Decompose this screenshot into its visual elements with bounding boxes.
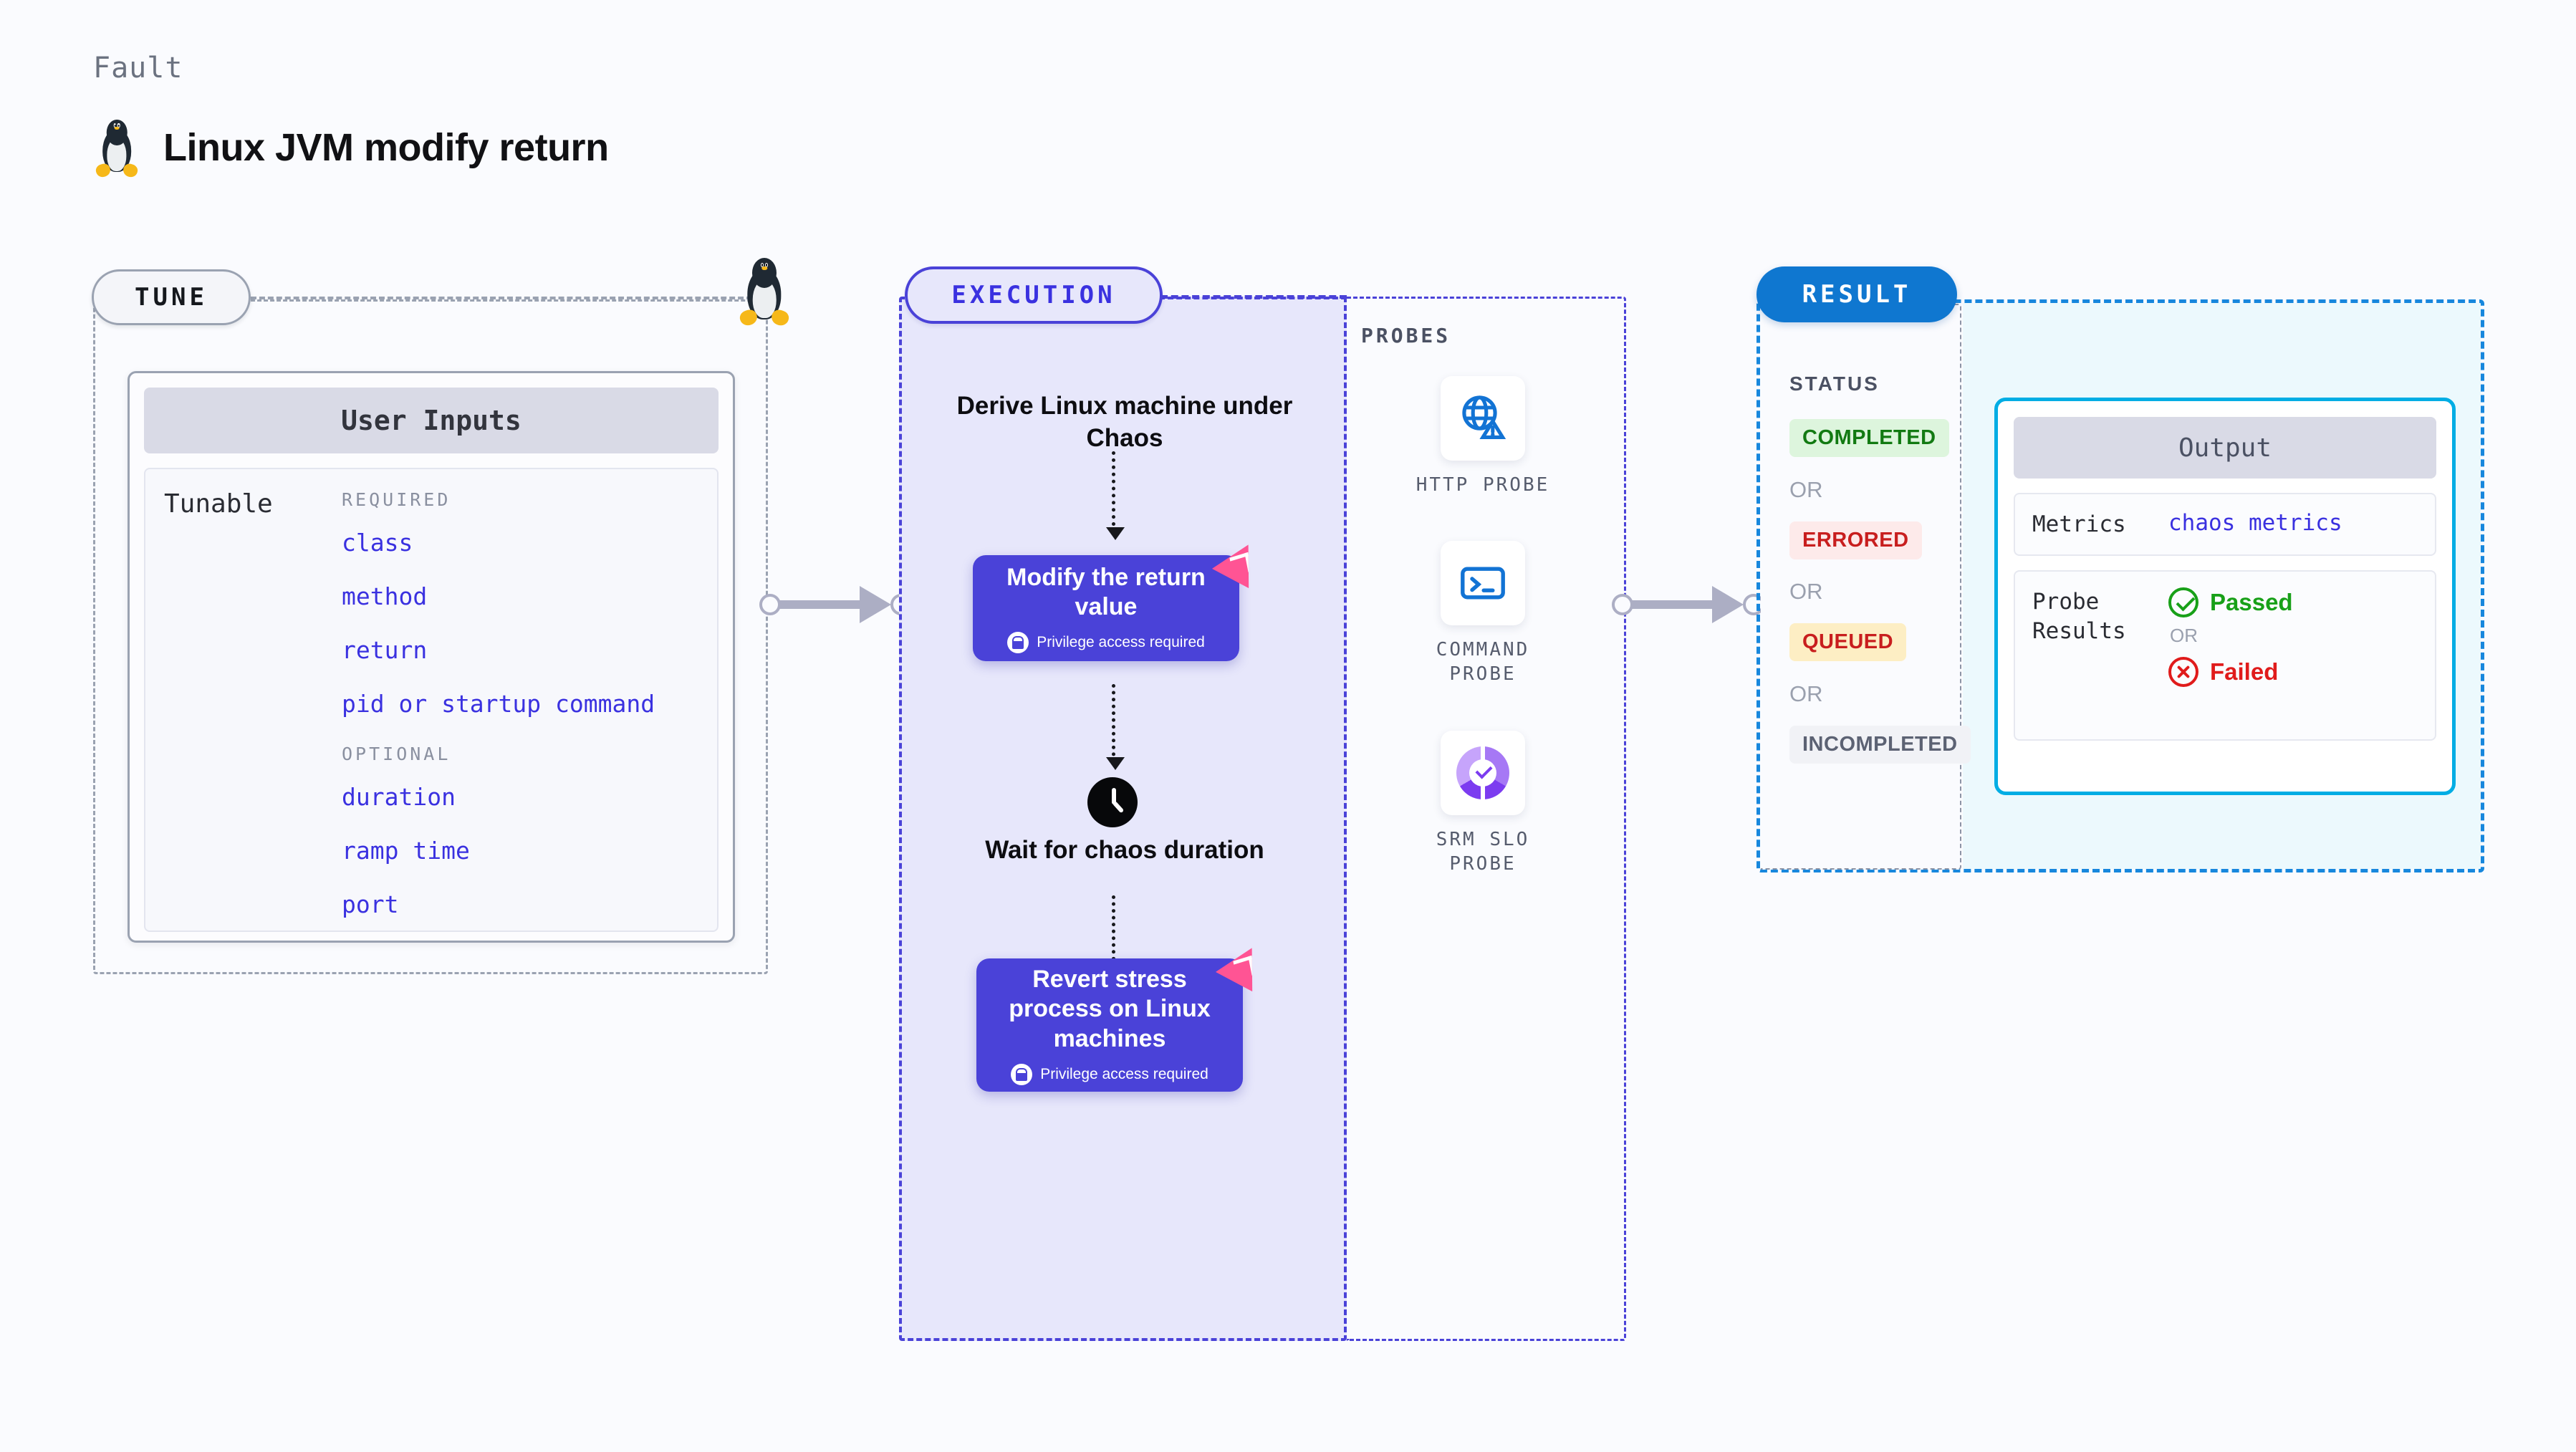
- status-badge-errored: ERRORED: [1789, 521, 1922, 559]
- probe-result-passed: Passed: [2168, 587, 2293, 618]
- result-badge[interactable]: RESULT: [1756, 266, 1957, 322]
- output-metrics-key: Metrics: [2032, 511, 2126, 537]
- tunable-item[interactable]: ramp time: [342, 837, 470, 865]
- tunable-section: Tunable REQUIRED class method return pid…: [144, 468, 719, 932]
- tunable-item[interactable]: port: [342, 890, 399, 918]
- output-metrics-value[interactable]: chaos metrics: [2168, 510, 2342, 536]
- terminal-icon: [1441, 541, 1525, 625]
- or-label: OR: [1789, 579, 1823, 604]
- probe-command[interactable]: COMMAND PROBE: [1408, 541, 1558, 687]
- probe-http-label: HTTP PROBE: [1416, 474, 1550, 496]
- x-circle-icon: [2168, 657, 2198, 688]
- output-title: Output: [2014, 417, 2436, 479]
- tunable-label: Tunable: [164, 489, 273, 519]
- privilege-text: Privilege access required: [1040, 1066, 1208, 1083]
- tunable-item[interactable]: pid or startup command: [342, 690, 655, 718]
- fault-kicker: Fault: [93, 52, 183, 85]
- probes-panel: [1347, 297, 1626, 1341]
- tune-dashed-connector: [251, 297, 752, 299]
- tunable-item[interactable]: method: [342, 582, 428, 610]
- status-badge-incompleted: INCOMPLETED: [1789, 726, 1971, 764]
- or-label: OR: [1789, 681, 1823, 706]
- result-status-panel: [1761, 304, 1961, 870]
- status-badge-queued: QUEUED: [1789, 623, 1907, 661]
- user-inputs-card: User Inputs Tunable REQUIRED class metho…: [128, 371, 735, 943]
- or-label: OR: [1789, 477, 1823, 502]
- probe-command-label: COMMAND PROBE: [1436, 639, 1530, 685]
- probes-title: PROBES: [1361, 324, 1451, 347]
- optional-group-title: OPTIONAL: [342, 744, 451, 764]
- tune-panel: [93, 299, 768, 974]
- page-title: Linux JVM modify return: [163, 126, 609, 169]
- tunable-list: REQUIRED class method return pid or star…: [342, 489, 698, 918]
- linux-penguin-icon: [95, 118, 139, 179]
- execution-card-revert-title: Revert stress process on Linux machines: [1009, 965, 1211, 1052]
- clock-icon: [1087, 777, 1138, 827]
- lock-icon: [1007, 632, 1029, 654]
- linux-penguin-marker-icon: [738, 256, 791, 328]
- result-panel: [1756, 299, 2484, 872]
- tunable-item[interactable]: class: [342, 529, 413, 557]
- execution-card-revert[interactable]: Revert stress process on Linux machines …: [976, 958, 1243, 1092]
- probe-srm-slo-label: SRM SLO PROBE: [1436, 829, 1530, 875]
- privilege-row: Privilege access required: [1007, 632, 1205, 654]
- output-probe-key: Probe Results: [2032, 589, 2126, 644]
- tune-badge[interactable]: TUNE: [92, 269, 251, 325]
- flow-arrow-1: [1106, 451, 1125, 540]
- privilege-row: Privilege access required: [1011, 1064, 1208, 1086]
- probe-result-failed: Failed: [2168, 657, 2293, 688]
- execution-step-wait: Wait for chaos duration: [985, 836, 1264, 864]
- probe-http[interactable]: HTTP PROBE: [1408, 376, 1558, 498]
- or-label: OR: [2170, 625, 2198, 647]
- globe-warning-icon: [1441, 376, 1525, 461]
- tunable-item[interactable]: duration: [342, 783, 456, 811]
- check-circle-icon: [2168, 587, 2198, 618]
- status-badge-completed: COMPLETED: [1789, 419, 1949, 457]
- probe-passed-label: Passed: [2210, 589, 2293, 616]
- execution-card-modify-title: Modify the return value: [1006, 563, 1206, 620]
- status-title: STATUS: [1789, 372, 1880, 395]
- page-title-row: Linux JVM modify return: [95, 118, 609, 179]
- execution-card-modify[interactable]: Modify the return value Privilege access…: [973, 555, 1239, 661]
- tunable-item[interactable]: return: [342, 636, 428, 664]
- privilege-text: Privilege access required: [1037, 634, 1205, 651]
- execution-dashed-connector: [1160, 295, 1347, 299]
- output-card: Output Metrics chaos metrics Probe Resul…: [1994, 398, 2456, 795]
- flow-arrow-2: [1106, 684, 1125, 770]
- required-group-title: REQUIRED: [342, 489, 451, 510]
- probes-to-result-arrow: [1612, 586, 1777, 623]
- output-probe-results-row: Probe Results Passed OR Failed: [2014, 570, 2436, 741]
- lock-icon: [1011, 1064, 1033, 1086]
- probe-srm-slo[interactable]: SRM SLO PROBE: [1408, 731, 1558, 877]
- output-probe-values: Passed OR Failed: [2168, 587, 2293, 723]
- slo-donut-check-icon: [1441, 731, 1525, 815]
- output-metrics-row: Metrics chaos metrics: [2014, 493, 2436, 557]
- execution-badge[interactable]: EXECUTION: [905, 266, 1163, 324]
- execution-step-derive: Derive Linux machine under Chaos: [956, 392, 1293, 452]
- user-inputs-title: User Inputs: [144, 388, 719, 453]
- probe-failed-label: Failed: [2210, 658, 2279, 686]
